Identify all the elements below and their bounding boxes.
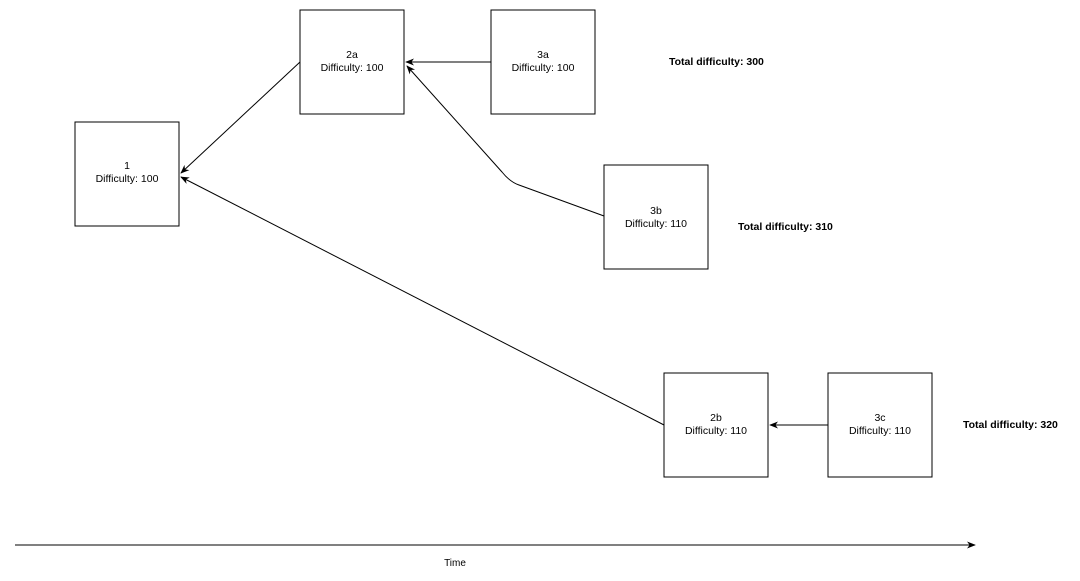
block-node-3c: 3c Difficulty: 110 bbox=[827, 372, 933, 478]
block-node-box bbox=[490, 9, 596, 115]
time-axis-label: Time bbox=[444, 558, 466, 569]
block-id-label: 1 bbox=[124, 160, 130, 172]
total-difficulty-chain-b: Total difficulty: 310 bbox=[738, 221, 833, 233]
block-id-label: 3c bbox=[874, 412, 885, 424]
block-node-box bbox=[663, 372, 769, 478]
block-node-1: 1 Difficulty: 100 bbox=[74, 121, 180, 227]
block-id-label: 2a bbox=[346, 49, 358, 61]
block-node-3a: 3a Difficulty: 100 bbox=[490, 9, 596, 115]
total-difficulty-chain-c: Total difficulty: 320 bbox=[963, 419, 1058, 431]
block-node-box bbox=[74, 121, 180, 227]
edge-2a-to-1 bbox=[180, 61, 301, 174]
block-node-box bbox=[603, 164, 709, 270]
block-node-2b: 2b Difficulty: 110 bbox=[663, 372, 769, 478]
block-node-2a: 2a Difficulty: 100 bbox=[299, 9, 405, 115]
block-node-3b: 3b Difficulty: 110 bbox=[603, 164, 709, 270]
total-difficulty-chain-a: Total difficulty: 300 bbox=[669, 56, 764, 68]
block-difficulty-label: Difficulty: 100 bbox=[96, 173, 159, 185]
block-node-box bbox=[299, 9, 405, 115]
block-difficulty-label: Difficulty: 110 bbox=[685, 425, 747, 437]
edge-3b-to-2a bbox=[406, 65, 605, 217]
block-difficulty-label: Difficulty: 110 bbox=[625, 218, 687, 230]
block-id-label: 3a bbox=[537, 49, 549, 61]
edge-2b-to-1 bbox=[180, 176, 665, 426]
block-id-label: 2b bbox=[710, 412, 722, 424]
block-difficulty-label: Difficulty: 110 bbox=[849, 425, 911, 437]
block-node-box bbox=[827, 372, 933, 478]
block-difficulty-label: Difficulty: 100 bbox=[321, 62, 384, 74]
block-id-label: 3b bbox=[650, 205, 662, 217]
block-difficulty-label: Difficulty: 100 bbox=[512, 62, 575, 74]
